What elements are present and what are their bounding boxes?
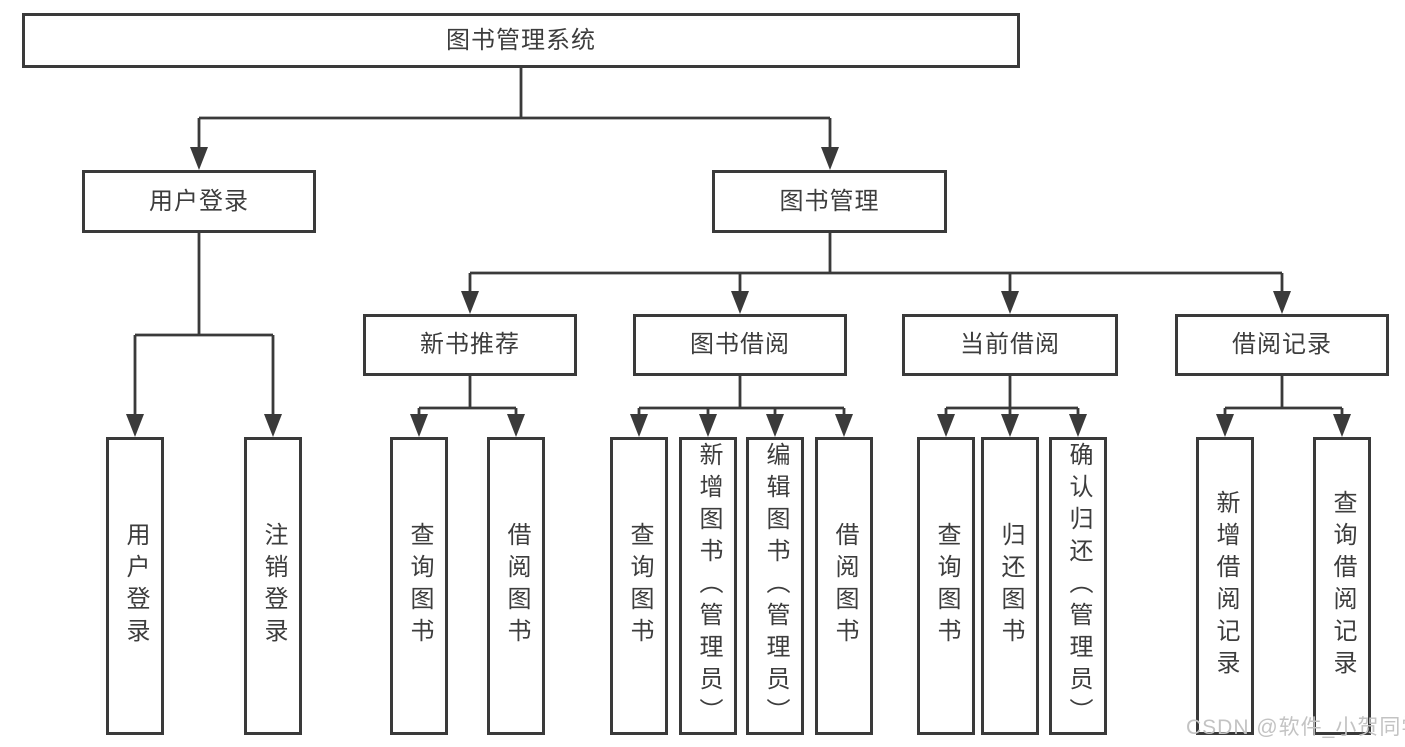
leaf-records-add-record: 新增借阅记录 (1196, 437, 1254, 735)
arrowhead-icon (1001, 291, 1019, 314)
arrowhead-icon (410, 414, 428, 437)
arrowhead-icon (821, 147, 839, 170)
arrowhead-icon (1216, 414, 1234, 437)
connector-login-to-leaves (133, 233, 275, 420)
node-borrowing-records-label: 借阅记录 (1232, 331, 1332, 358)
arrowhead-icon (937, 414, 955, 437)
leaf-borrowing-borrow-books: 借阅图书 (815, 437, 873, 735)
leaf-newbooks-borrow-books-label: 借阅图书 (503, 522, 530, 650)
leaf-logout-label: 注销登录 (260, 522, 287, 650)
arrowhead-icon (731, 291, 749, 314)
leaf-borrowing-query-books: 查询图书 (610, 437, 668, 735)
arrowhead-icon (835, 414, 853, 437)
arrowhead-icon (630, 414, 648, 437)
leaf-records-query-record: 查询借阅记录 (1313, 437, 1371, 735)
node-book-borrowing: 图书借阅 (633, 314, 847, 376)
arrowhead-icon (461, 291, 479, 314)
leaf-borrowing-add-books-admin: 新增图书（管理员） (679, 437, 737, 735)
arrowhead-icon (699, 414, 717, 437)
leaf-current-return-books-label: 归还图书 (997, 522, 1024, 650)
leaf-borrowing-edit-books-admin: 编辑图书（管理员） (746, 437, 804, 735)
arrowhead-icon (126, 414, 144, 437)
node-new-book-recommend-label: 新书推荐 (420, 331, 520, 358)
connector-records-to-leaves (1223, 376, 1344, 420)
arrowhead-icon (264, 414, 282, 437)
leaf-newbooks-borrow-books: 借阅图书 (487, 437, 545, 735)
node-borrowing-records: 借阅记录 (1175, 314, 1389, 376)
connector-newbooks-to-leaves (417, 376, 518, 420)
leaf-records-add-record-label: 新增借阅记录 (1212, 490, 1239, 682)
leaf-user-login: 用户登录 (106, 437, 164, 735)
node-book-management-label: 图书管理 (779, 187, 880, 215)
leaf-logout: 注销登录 (244, 437, 302, 735)
node-book-management: 图书管理 (712, 170, 947, 233)
leaf-current-confirm-return-admin: 确认归还（管理员） (1049, 437, 1107, 735)
connector-root-to-level2 (197, 68, 832, 150)
leaf-current-query-books-label: 查询图书 (933, 522, 960, 650)
leaf-records-query-record-label: 查询借阅记录 (1329, 490, 1356, 682)
node-root: 图书管理系统 (22, 13, 1020, 68)
leaf-borrowing-add-books-admin-label: 新增图书（管理员） (695, 442, 722, 730)
leaf-current-return-books: 归还图书 (981, 437, 1039, 735)
node-current-borrowing-label: 当前借阅 (960, 331, 1060, 358)
arrowhead-icon (1069, 414, 1087, 437)
connector-management-to-level3 (468, 233, 1284, 295)
leaf-newbooks-query-books-label: 查询图书 (406, 522, 433, 650)
node-new-book-recommend: 新书推荐 (363, 314, 577, 376)
leaf-borrowing-query-books-label: 查询图书 (626, 522, 653, 650)
arrowhead-icon (507, 414, 525, 437)
arrowhead-icon (766, 414, 784, 437)
arrowhead-icon (1001, 414, 1019, 437)
node-user-login-label: 用户登录 (149, 187, 249, 215)
arrowhead-icon (190, 147, 208, 170)
leaf-current-query-books: 查询图书 (917, 437, 975, 735)
csdn-watermark: CSDN @软件_小贺同学 (1186, 716, 1405, 739)
node-root-label: 图书管理系统 (446, 26, 596, 54)
leaf-current-confirm-return-admin-label: 确认归还（管理员） (1065, 442, 1092, 730)
leaf-newbooks-query-books: 查询图书 (390, 437, 448, 735)
node-user-login: 用户登录 (82, 170, 316, 233)
connector-current-to-leaves (944, 376, 1080, 420)
connector-borrowing-to-leaves (637, 376, 846, 420)
node-book-borrowing-label: 图书借阅 (690, 331, 790, 358)
leaf-borrowing-edit-books-admin-label: 编辑图书（管理员） (762, 442, 789, 730)
arrowhead-icon (1333, 414, 1351, 437)
arrowhead-icon (1273, 291, 1291, 314)
node-current-borrowing: 当前借阅 (902, 314, 1118, 376)
leaf-borrowing-borrow-books-label: 借阅图书 (831, 522, 858, 650)
leaf-user-login-label: 用户登录 (122, 522, 149, 650)
